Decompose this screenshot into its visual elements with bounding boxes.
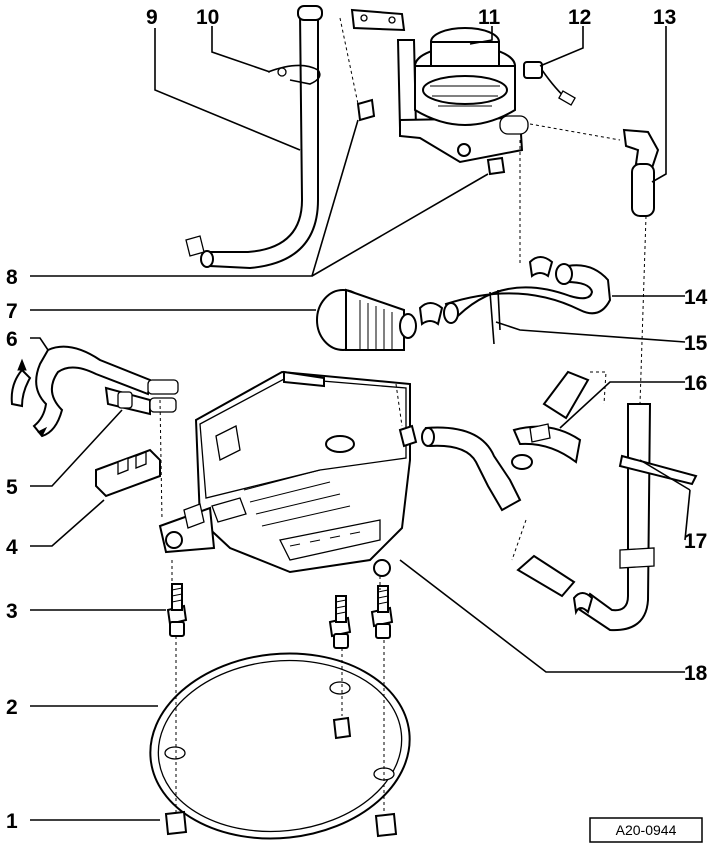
tank-18 bbox=[158, 370, 411, 577]
callout-14: 14 bbox=[684, 286, 708, 309]
leader-lines bbox=[30, 26, 691, 821]
hose-9 bbox=[185, 5, 323, 270]
callout-8: 8 bbox=[6, 266, 18, 289]
elbow-13 bbox=[622, 128, 660, 217]
callout-4: 4 bbox=[6, 536, 18, 559]
callout-13: 13 bbox=[653, 6, 676, 29]
callout-15: 15 bbox=[684, 332, 708, 355]
callout-17: 17 bbox=[684, 530, 707, 553]
callout-7: 7 bbox=[6, 300, 18, 323]
hose-tank-outlet bbox=[398, 424, 533, 512]
hose-clamps-14 bbox=[418, 256, 554, 326]
tie-strap-15 bbox=[489, 289, 501, 345]
callout-labels: 1 2 3 4 5 6 7 8 9 10 11 12 13 14 15 16 1… bbox=[6, 6, 708, 833]
hose-17 bbox=[516, 403, 698, 632]
nut-1-left bbox=[164, 810, 188, 836]
bolt-3-left bbox=[166, 583, 188, 637]
bolt-3-right bbox=[370, 585, 394, 639]
callout-3: 3 bbox=[6, 600, 18, 623]
callout-11: 11 bbox=[478, 6, 501, 29]
hose-14 bbox=[443, 263, 612, 324]
bracket-4 bbox=[95, 448, 161, 498]
callout-2: 2 bbox=[6, 696, 18, 719]
callout-12: 12 bbox=[568, 6, 591, 29]
filter-7 bbox=[316, 288, 417, 351]
callout-6: 6 bbox=[6, 328, 18, 351]
hose-6 bbox=[10, 345, 179, 438]
assembly-lines bbox=[159, 17, 647, 814]
callout-9: 9 bbox=[146, 6, 158, 29]
callout-5: 5 bbox=[6, 476, 18, 499]
hose-16 bbox=[512, 370, 590, 464]
callout-18: 18 bbox=[684, 662, 708, 685]
callout-16: 16 bbox=[684, 372, 707, 395]
hose-5 bbox=[104, 386, 177, 416]
wire-10 bbox=[267, 64, 321, 85]
reference-code-box: A20-0944 bbox=[589, 817, 703, 843]
connector-12 bbox=[523, 61, 576, 106]
pump-11 bbox=[350, 8, 529, 164]
bolt-3-middle bbox=[328, 595, 352, 649]
callout-10: 10 bbox=[196, 6, 219, 29]
cap-nut-lower bbox=[486, 156, 506, 176]
nut-1-right bbox=[374, 812, 398, 838]
callout-1: 1 bbox=[6, 810, 18, 833]
gasket-2 bbox=[149, 652, 411, 840]
cap-nut-upper bbox=[356, 98, 376, 122]
reference-code: A20-0944 bbox=[616, 822, 677, 838]
